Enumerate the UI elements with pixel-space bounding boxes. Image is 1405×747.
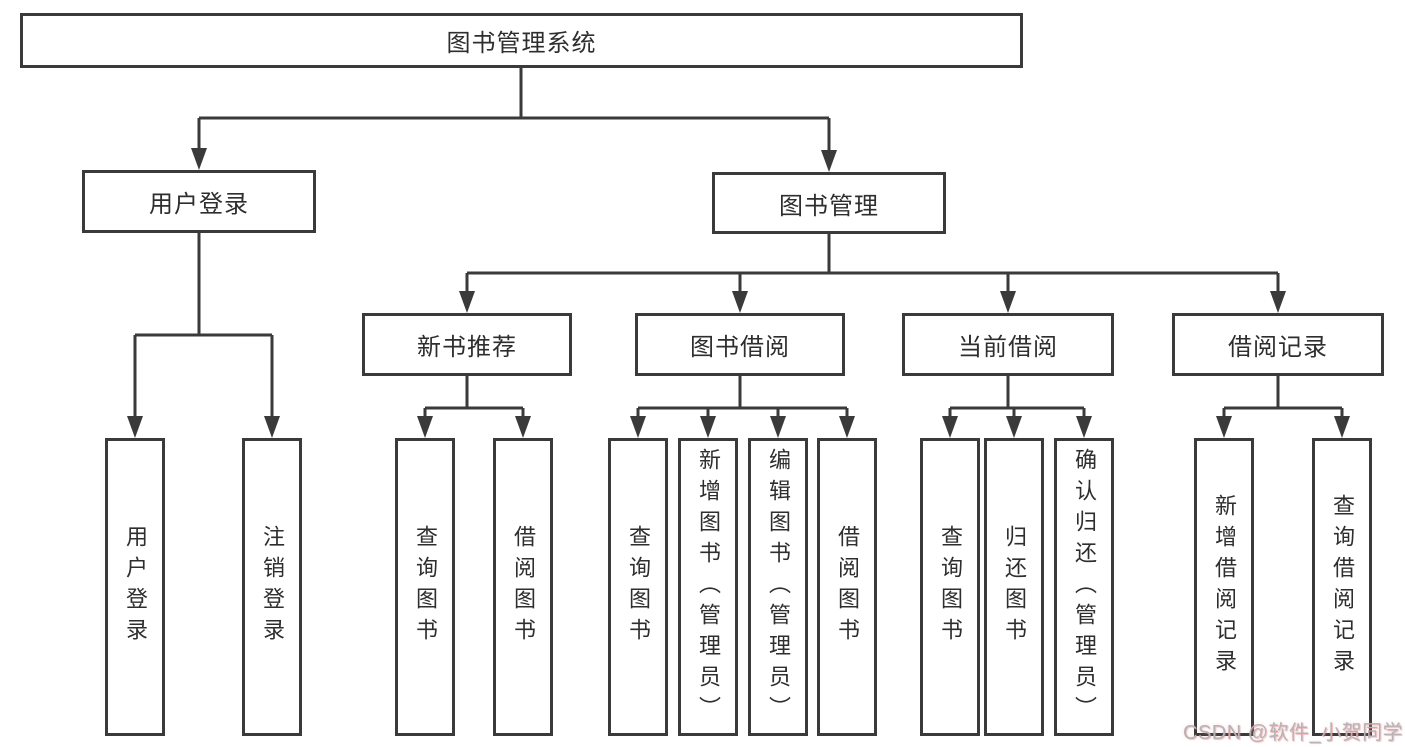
node-root-library-system: 图书管理系统	[20, 13, 1023, 68]
node-label: 查询图书	[626, 525, 651, 649]
leaf-borrow-add-books-admin: 新增图书（管理员）	[678, 438, 738, 736]
leaf-current-query-books: 查询图书	[920, 438, 980, 736]
node-label: 查询图书	[413, 525, 438, 649]
node-label: 借阅图书	[511, 525, 536, 649]
node-label: 注销登录	[260, 525, 285, 649]
node-new-book-recommend: 新书推荐	[362, 313, 572, 376]
node-label: 图书借阅	[690, 334, 790, 361]
leaf-current-return-books: 归还图书	[984, 438, 1044, 736]
node-book-borrow: 图书借阅	[635, 313, 845, 376]
node-label: 借阅图书	[835, 525, 860, 649]
node-label: 图书管理	[779, 192, 879, 220]
leaf-records-add-record: 新增借阅记录	[1194, 438, 1254, 736]
leaf-current-confirm-return-admin: 确认归还（管理员）	[1054, 438, 1114, 736]
node-label: 当前借阅	[958, 334, 1058, 361]
leaf-records-query-record: 查询借阅记录	[1312, 438, 1372, 736]
leaf-borrow-edit-books-admin: 编辑图书（管理员）	[748, 438, 808, 736]
node-label: 归还图书	[1002, 525, 1027, 649]
node-label: 查询借阅记录	[1330, 494, 1355, 680]
leaf-borrow-query-books: 查询图书	[608, 438, 668, 736]
node-label: 借阅记录	[1228, 334, 1328, 361]
node-user-login: 用户登录	[82, 170, 316, 233]
leaf-logout: 注销登录	[242, 438, 302, 736]
csdn-watermark: CSDN @软件_小贺同学	[1183, 722, 1404, 744]
node-label: 新书推荐	[417, 334, 517, 361]
node-label: 图书管理系统	[446, 30, 597, 57]
node-borrow-records: 借阅记录	[1172, 313, 1384, 376]
node-book-management: 图书管理	[712, 172, 946, 234]
leaf-user-login: 用户登录	[105, 438, 165, 736]
leaf-recommend-borrow-books: 借阅图书	[493, 438, 553, 736]
node-label: 新增借阅记录	[1212, 494, 1237, 680]
node-label: 确认归还（管理员）	[1072, 447, 1097, 727]
node-label: 新增图书（管理员）	[696, 447, 721, 727]
node-label: 用户登录	[149, 191, 249, 218]
leaf-recommend-query-books: 查询图书	[395, 438, 455, 736]
node-current-borrow: 当前借阅	[902, 313, 1114, 376]
node-label: 查询图书	[938, 525, 963, 649]
leaf-borrow-borrow-books: 借阅图书	[817, 438, 877, 736]
node-label: 编辑图书（管理员）	[766, 447, 791, 727]
node-label: 用户登录	[123, 525, 148, 649]
